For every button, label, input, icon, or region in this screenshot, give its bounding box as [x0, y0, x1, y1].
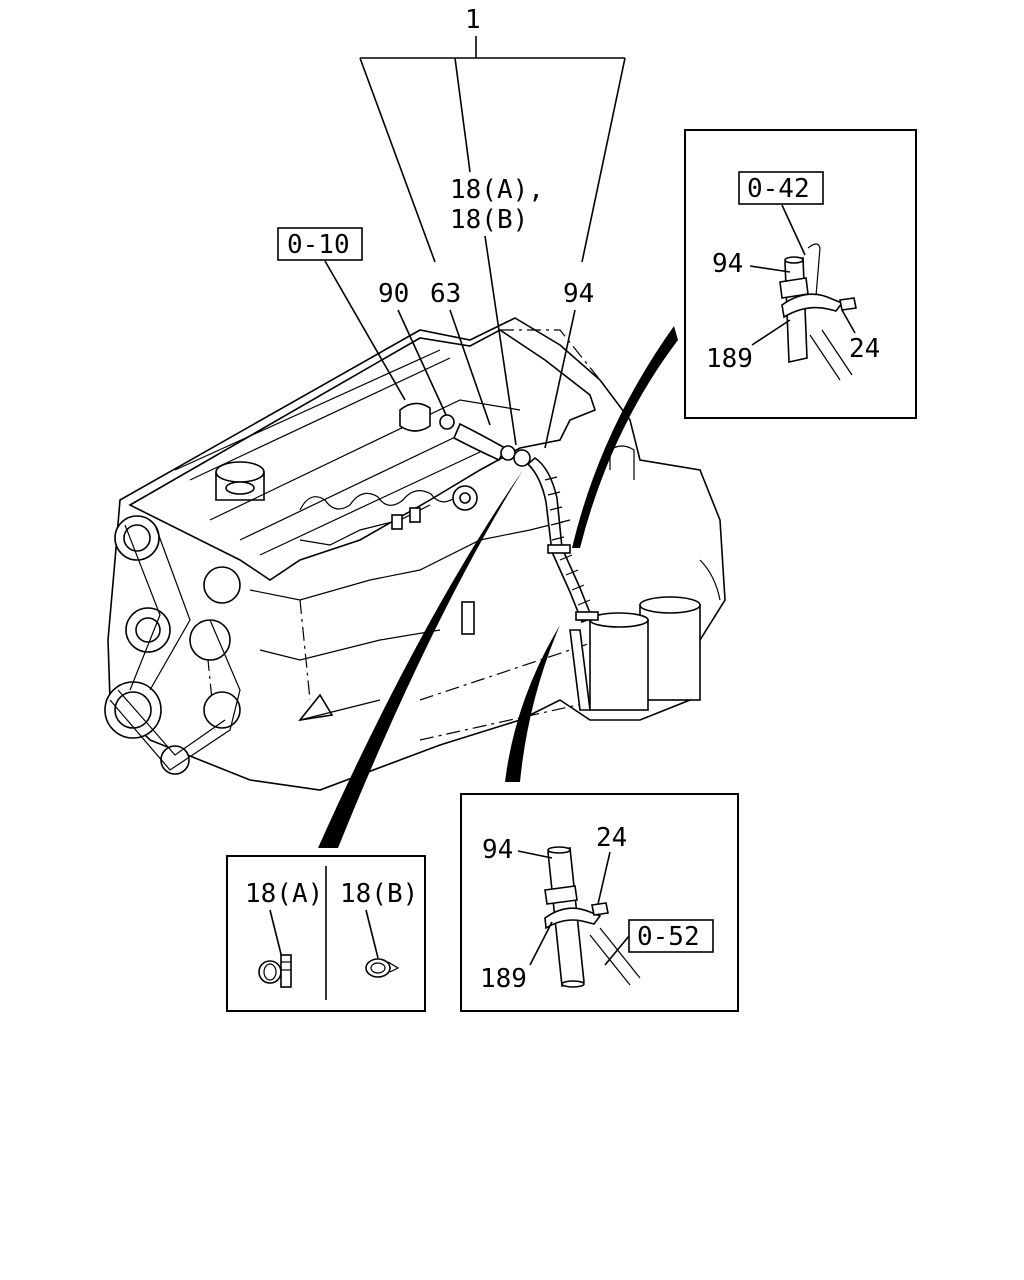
callout-90-label: 90 [378, 279, 409, 309]
clip-pair-callout: 18(A), 18(B) [450, 175, 544, 446]
detail-box-bottom-right: 94 24 189 0-52 [460, 793, 739, 1012]
clip-18b-label: 18(B) [340, 879, 418, 909]
callout-94-label: 94 [563, 279, 594, 309]
callout-1-label: 1 [465, 5, 481, 35]
clip-18a-label: 18(A) [245, 879, 323, 909]
callout-18a-label: 18(A), [450, 175, 544, 205]
detail-tr-189-label: 189 [706, 344, 753, 374]
ref-box-0-10 [277, 227, 363, 261]
detail-pointers [318, 326, 678, 848]
engine-block-drawing [104, 317, 726, 791]
ref-0-42-label: 0-42 [747, 174, 810, 204]
ref-0-10-label: 0-10 [287, 230, 350, 260]
detail-box-top-right: 0-42 94 189 24 [684, 129, 917, 419]
detail-tr-24-label: 24 [849, 334, 880, 364]
engine-ref-callout: 0-10 [277, 227, 406, 401]
ref-box-0-52 [628, 919, 714, 953]
callout-18b-label: 18(B) [450, 205, 528, 235]
assembly-callout: 1 [359, 5, 626, 263]
ref-box-0-42 [738, 171, 824, 205]
ref-0-52-label: 0-52 [637, 922, 700, 952]
callout-63-label: 63 [430, 279, 461, 309]
detail-br-24-label: 24 [596, 823, 627, 853]
clip-90-callout: 90 [378, 279, 448, 418]
hose-94-callout: 94 [544, 279, 594, 449]
detail-br-94-label: 94 [482, 835, 513, 865]
detail-tr-94-label: 94 [712, 249, 743, 279]
hose-63-callout: 63 [430, 279, 491, 426]
detail-box-bottom-left: 18(A) 18(B) [226, 855, 426, 1012]
detail-br-189-label: 189 [480, 964, 527, 994]
